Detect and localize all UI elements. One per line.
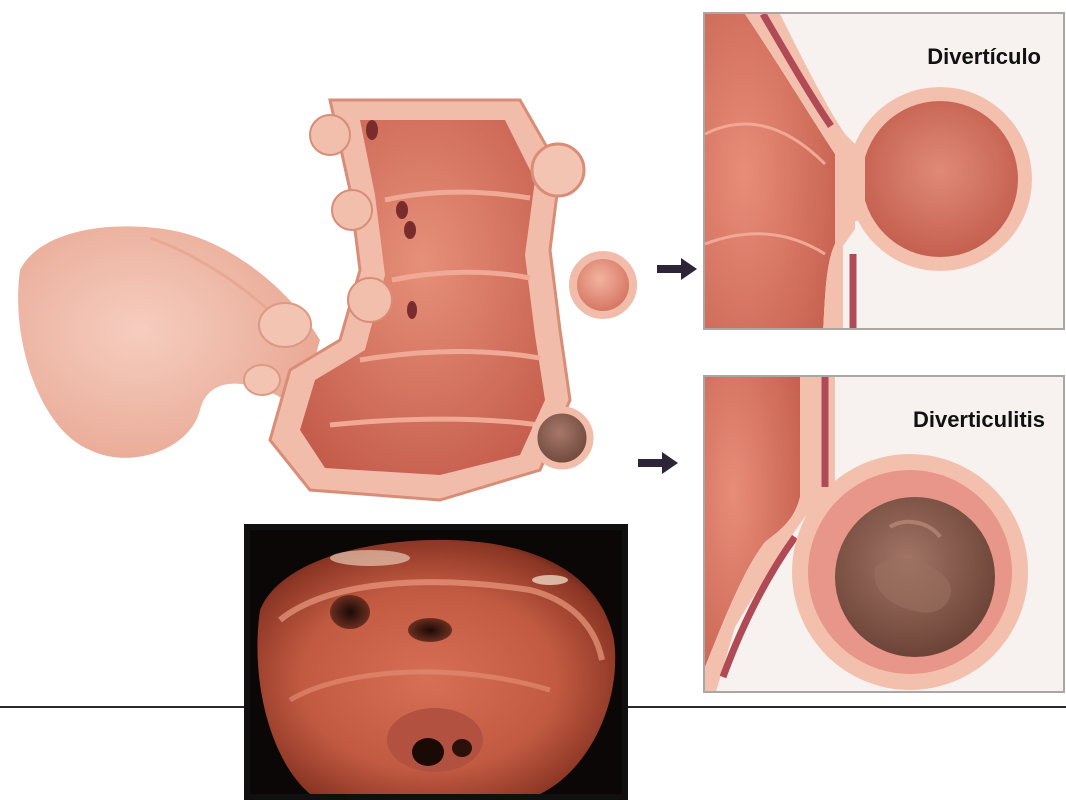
diverticulum-panel: Divertículo bbox=[703, 12, 1065, 330]
colon-illustration bbox=[0, 80, 660, 520]
arrow-right-icon bbox=[636, 450, 680, 476]
diverticulitis-label: Diverticulitis bbox=[913, 407, 1045, 433]
diverticulum-opening bbox=[330, 595, 370, 629]
diverticulum-opening bbox=[408, 618, 452, 642]
diverticulitis-panel: Diverticulitis bbox=[703, 375, 1065, 693]
outer-pouch bbox=[244, 365, 280, 395]
endoscopy-image bbox=[250, 530, 622, 794]
inflamed-pouch bbox=[534, 410, 590, 466]
diverticulo-label: Divertículo bbox=[927, 44, 1041, 70]
endoscopic-photo bbox=[244, 524, 628, 800]
arrow-right-icon bbox=[655, 256, 699, 282]
diverticulum-pouch bbox=[573, 255, 633, 315]
outer-pouch bbox=[259, 303, 311, 347]
colon-drawing bbox=[0, 80, 660, 520]
diverticulum-pouch bbox=[532, 144, 584, 196]
